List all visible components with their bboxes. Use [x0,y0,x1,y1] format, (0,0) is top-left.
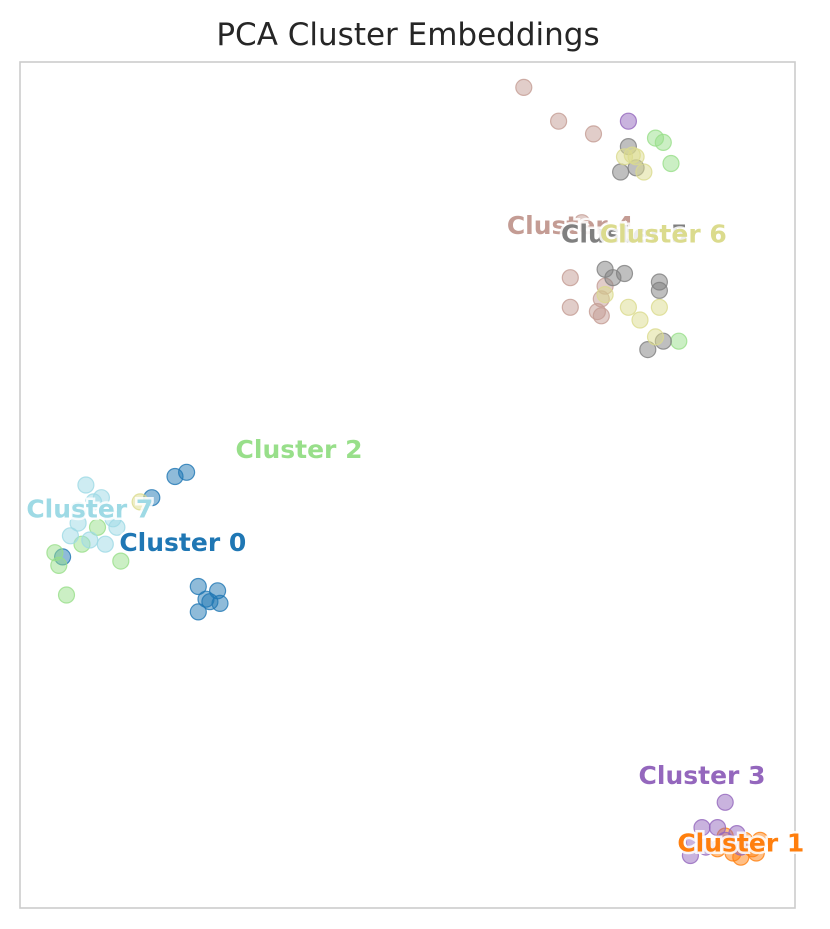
scatter-point-cluster-2 [670,332,688,350]
cluster-label-1: Cluster 1 [677,829,804,858]
scatter-point-cluster-3 [681,846,700,865]
scatter-point-cluster-2 [662,154,680,173]
scatter-point-cluster-5 [639,341,657,359]
scatter-point-cluster-6 [635,163,653,181]
scatter-point-cluster-6 [596,286,614,304]
scatter-point-cluster-6 [131,493,149,511]
scatter-point-cluster-6 [646,328,665,346]
scatter-point-cluster-0 [189,577,207,596]
scatter-point-cluster-0 [201,593,219,611]
cluster-label-7: Cluster 7 [26,494,153,523]
scatter-point-cluster-7 [104,510,122,528]
scatter-point-cluster-3 [619,112,638,130]
cluster-label-5: Cluster 5 [561,219,688,248]
scatter-point-cluster-4 [584,125,603,143]
scatter-point-cluster-3 [708,818,727,837]
scatter-point-cluster-7 [81,531,99,549]
cluster-label-6: Cluster 6 [600,219,727,248]
scatter-point-cluster-6 [631,311,649,329]
scatter-point-cluster-4 [561,269,579,287]
scatter-point-cluster-2 [88,518,107,536]
scatter-point-cluster-2 [654,133,672,151]
scatter-point-cluster-6 [650,298,669,316]
cluster-label-4: Cluster 4 [507,211,634,240]
scatter-point-cluster-3 [697,838,715,856]
scatter-point-cluster-2 [57,586,76,604]
scatter-point-cluster-7 [61,527,80,545]
cluster-label-0: Cluster 0 [119,528,246,557]
points-layer [46,78,769,866]
scatter-point-cluster-7 [96,535,114,553]
cluster-label-2: Cluster 2 [236,435,363,464]
scatter-point-cluster-0 [178,463,196,481]
chart-title: PCA Cluster Embeddings [216,17,599,53]
scatter-point-cluster-3 [716,793,734,811]
scatter-point-cluster-7 [92,489,111,507]
scatter-point-cluster-4 [573,214,591,232]
scatter-point-cluster-3 [732,838,750,856]
scatter-point-cluster-6 [623,146,641,164]
scatter-point-cluster-3 [716,831,734,849]
scatter-point-cluster-0 [189,603,207,621]
scatter-point-cluster-2 [112,552,130,570]
cluster-label-3: Cluster 3 [639,761,766,790]
scatter-point-cluster-4 [515,78,533,97]
scatter-point-cluster-4 [561,298,579,316]
scatter-point-cluster-2 [50,556,68,575]
plot-frame [19,61,796,909]
scatter-point-cluster-7 [69,501,87,519]
cluster-labels-layer: Cluster 0 Cluster 1 Cluster 2 Cluster 3 Clus… [24,209,807,861]
scatter-point-cluster-7 [77,476,95,494]
scatter-point-cluster-4 [592,307,610,325]
scatter-point-cluster-1 [751,831,769,849]
scatter-point-cluster-5 [596,260,614,278]
scatter-point-cluster-5 [611,163,630,181]
scatter-point-cluster-6 [619,298,638,316]
scatter-point-cluster-4 [549,112,568,130]
scatter-point-cluster-5 [650,281,669,299]
